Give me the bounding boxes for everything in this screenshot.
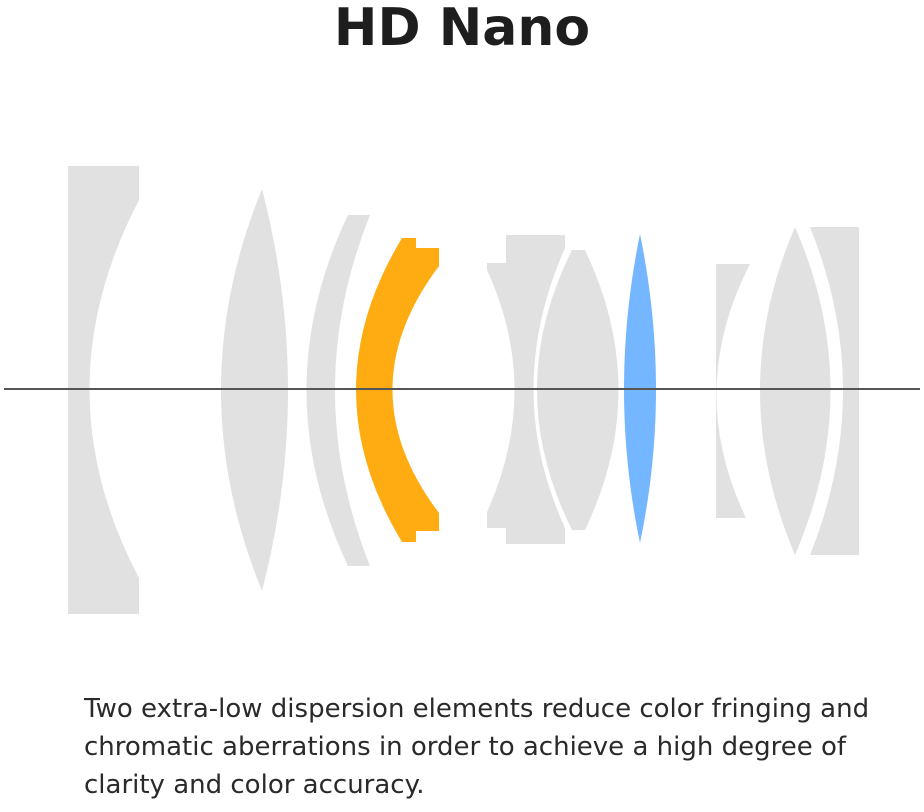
- lens-element-diagram: [4, 166, 920, 614]
- lens-element-1: [68, 166, 139, 614]
- ed-lens-element-orange: [356, 238, 439, 542]
- lens-element-10: [810, 227, 859, 555]
- caption-text: Two extra-low dispersion elements reduce…: [84, 694, 870, 800]
- lens-element-8: [716, 264, 750, 518]
- lens-element-3: [306, 215, 370, 566]
- lens-element-9: [760, 227, 831, 555]
- page-title: HD Nano: [333, 0, 591, 58]
